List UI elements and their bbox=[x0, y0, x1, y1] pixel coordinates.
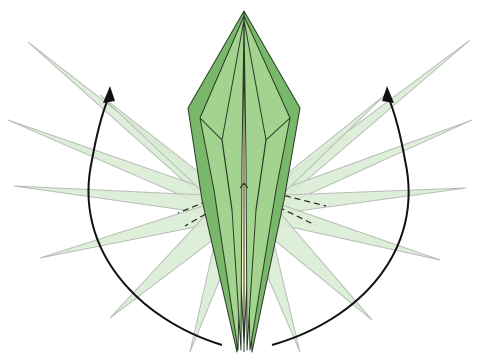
arrowhead-right-icon bbox=[382, 86, 394, 103]
arrowhead-left-icon bbox=[103, 86, 115, 103]
